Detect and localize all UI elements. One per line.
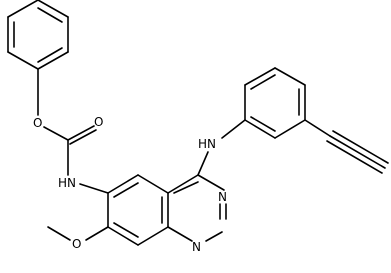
bond [197, 151, 209, 176]
bond [244, 119, 276, 139]
bond [37, 51, 69, 70]
bond [274, 67, 306, 86]
bond [47, 226, 71, 241]
bond [205, 231, 223, 242]
carbamate-nh-label: HN [58, 176, 76, 190]
triple-bond [326, 140, 383, 174]
bond [43, 126, 69, 141]
bond [7, 51, 39, 70]
bond [304, 119, 331, 137]
triple-bond [332, 130, 389, 164]
double-bond [173, 181, 199, 194]
methoxy-oxygen-label: O [72, 237, 81, 251]
bond [37, 0, 69, 18]
bond [107, 226, 139, 246]
double-bond-inner [113, 222, 139, 238]
phenyl-ring [7, 0, 69, 70]
ring-nitrogen-1-label: N [192, 240, 201, 254]
bond [167, 174, 199, 194]
double-bond-inner [250, 116, 276, 132]
double-bond-inner [37, 7, 63, 23]
bond [67, 125, 95, 141]
bond [137, 226, 169, 246]
bond [7, 0, 39, 18]
double-bond-inner [37, 47, 63, 63]
bond [221, 119, 246, 139]
carbamate-group [37, 68, 109, 194]
methoxy-group [47, 226, 109, 241]
triple-bond [329, 135, 386, 169]
bond [274, 119, 306, 139]
anilino-nh-label: HN [198, 137, 216, 151]
bond [79, 183, 109, 194]
double-bond [69, 129, 97, 145]
bond [137, 174, 169, 194]
bond [85, 226, 109, 241]
carbonyl-oxygen-label: O [94, 115, 103, 129]
bond [167, 226, 193, 242]
bond [244, 67, 276, 86]
bond [197, 174, 225, 191]
quinazoline-pyrimidine-ring [167, 174, 227, 242]
double-bond-inner [113, 182, 139, 198]
bond [107, 174, 139, 194]
double-bond-inner [250, 74, 276, 90]
ethynylphenyl-group [197, 67, 389, 176]
ester-oxygen-label: O [33, 116, 42, 130]
ring-nitrogen-3-label: N [218, 190, 227, 204]
quinazoline-benzo-ring [107, 174, 169, 246]
